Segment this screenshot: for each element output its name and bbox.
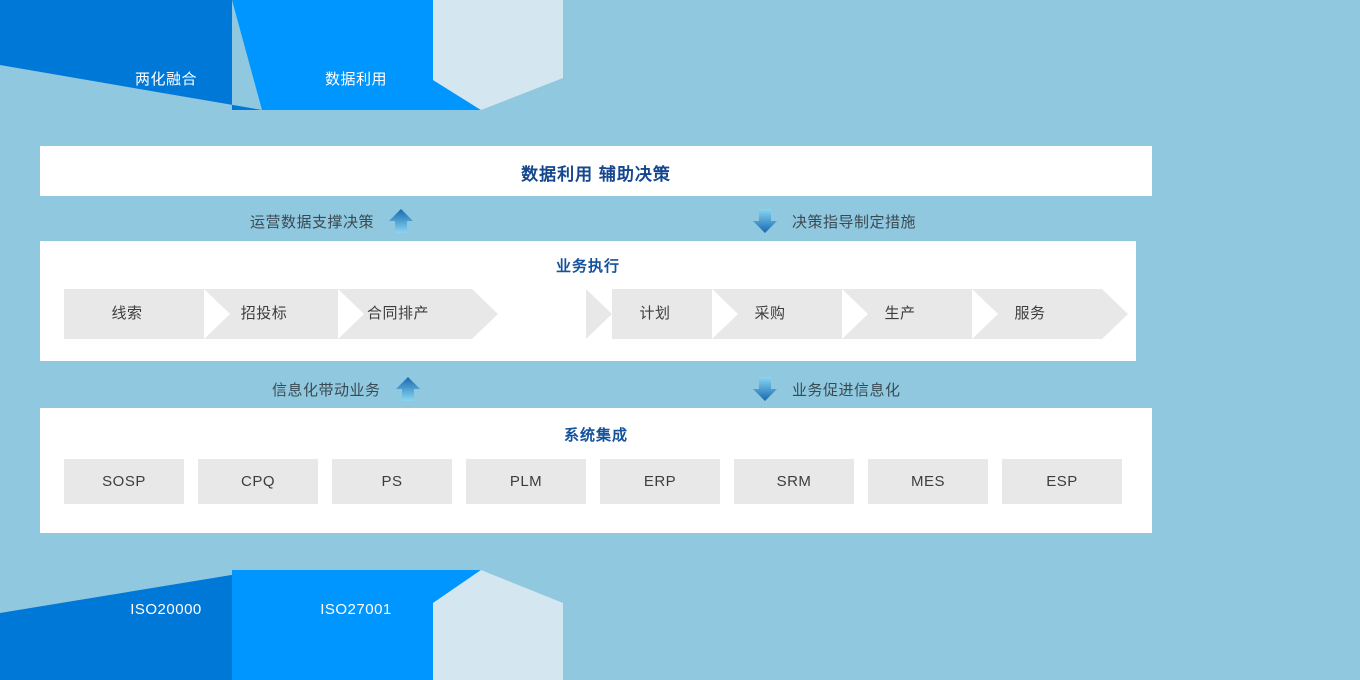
connector-bottom-left-label: 信息化带动业务 — [272, 381, 381, 399]
banner-shape-mid — [232, 570, 481, 680]
connector-row-top: 运营数据支撑决策 — [0, 201, 1192, 241]
page-title: 数据利用 辅助决策 — [521, 165, 671, 184]
connector-top-right-label: 决策指导制定措施 — [792, 213, 917, 231]
bottom-banner: ISO20000 ISO27001 — [0, 565, 1360, 680]
business-execution-panel: 业务执行 线索 招投标 合同排产 计划 采购 生产 服务 — [40, 241, 1136, 361]
business-panel-title: 业务执行 — [555, 258, 620, 275]
system-box-cpq[interactable]: CPQ — [198, 459, 318, 504]
arrow-up-icon — [389, 209, 414, 233]
connector-row-bottom: 信息化带动业务 — [0, 369, 1192, 409]
process-lead-chevron — [586, 289, 612, 339]
banner-shape-light — [433, 570, 563, 680]
system-integration-panel: 系统集成 SOSP CPQ PS PLM ERP SRM MES ESP — [40, 408, 1152, 533]
connector-top-left-label: 运营数据支撑决策 — [250, 213, 375, 231]
connector-top-left: 运营数据支撑决策 — [250, 201, 414, 241]
process-step-label: 采购 — [754, 305, 786, 322]
arrow-up-icon — [395, 377, 420, 401]
connector-bottom-right: 业务促进信息化 — [752, 369, 901, 409]
process-step-zhaotoubiao[interactable]: 招投标 — [204, 289, 338, 339]
connector-bottom-left: 信息化带动业务 — [272, 369, 421, 409]
process-step-xiansuo[interactable]: 线索 — [64, 289, 204, 339]
banner-shape-light — [433, 0, 563, 110]
process-step-label: 合同排产 — [366, 305, 429, 322]
process-step-label: 招投标 — [240, 305, 288, 322]
banner-shape-dark — [0, 570, 262, 680]
business-steps-right: 计划 采购 生产 服务 — [586, 289, 1102, 339]
process-step-caigou[interactable]: 采购 — [712, 289, 842, 339]
connector-top-right: 决策指导制定措施 — [752, 201, 916, 241]
process-step-label: 线索 — [111, 305, 143, 322]
process-step-fuwu[interactable]: 服务 — [972, 289, 1102, 339]
system-box-srm[interactable]: SRM — [734, 459, 854, 504]
system-box-row: SOSP CPQ PS PLM ERP SRM MES ESP — [64, 459, 1122, 504]
process-step-label: 计划 — [639, 305, 671, 322]
banner-shape-mid — [232, 0, 481, 110]
system-box-ps[interactable]: PS — [332, 459, 452, 504]
process-step-jihua[interactable]: 计划 — [612, 289, 712, 339]
process-step-hetongpaichan[interactable]: 合同排产 — [338, 289, 472, 339]
system-box-erp[interactable]: ERP — [600, 459, 720, 504]
top-banner-shapes — [0, 0, 563, 110]
system-panel-title: 系统集成 — [563, 427, 628, 444]
arrow-down-icon — [753, 209, 777, 233]
arrow-down-icon — [753, 377, 777, 401]
system-box-esp[interactable]: ESP — [1002, 459, 1122, 504]
banner-shape-dark — [0, 0, 262, 110]
system-box-plm[interactable]: PLM — [466, 459, 586, 504]
header-panel: 数据利用 辅助决策 — [40, 146, 1152, 196]
system-box-sosp[interactable]: SOSP — [64, 459, 184, 504]
system-box-mes[interactable]: MES — [868, 459, 988, 504]
bottom-banner-shapes — [0, 570, 563, 680]
top-banner: 两化融合 数据利用 — [0, 0, 1360, 110]
process-step-label: 服务 — [1014, 305, 1046, 322]
process-step-label: 生产 — [884, 305, 916, 322]
connector-bottom-right-label: 业务促进信息化 — [792, 381, 901, 399]
process-step-shengchan[interactable]: 生产 — [842, 289, 972, 339]
business-steps-left: 线索 招投标 合同排产 — [64, 289, 472, 339]
